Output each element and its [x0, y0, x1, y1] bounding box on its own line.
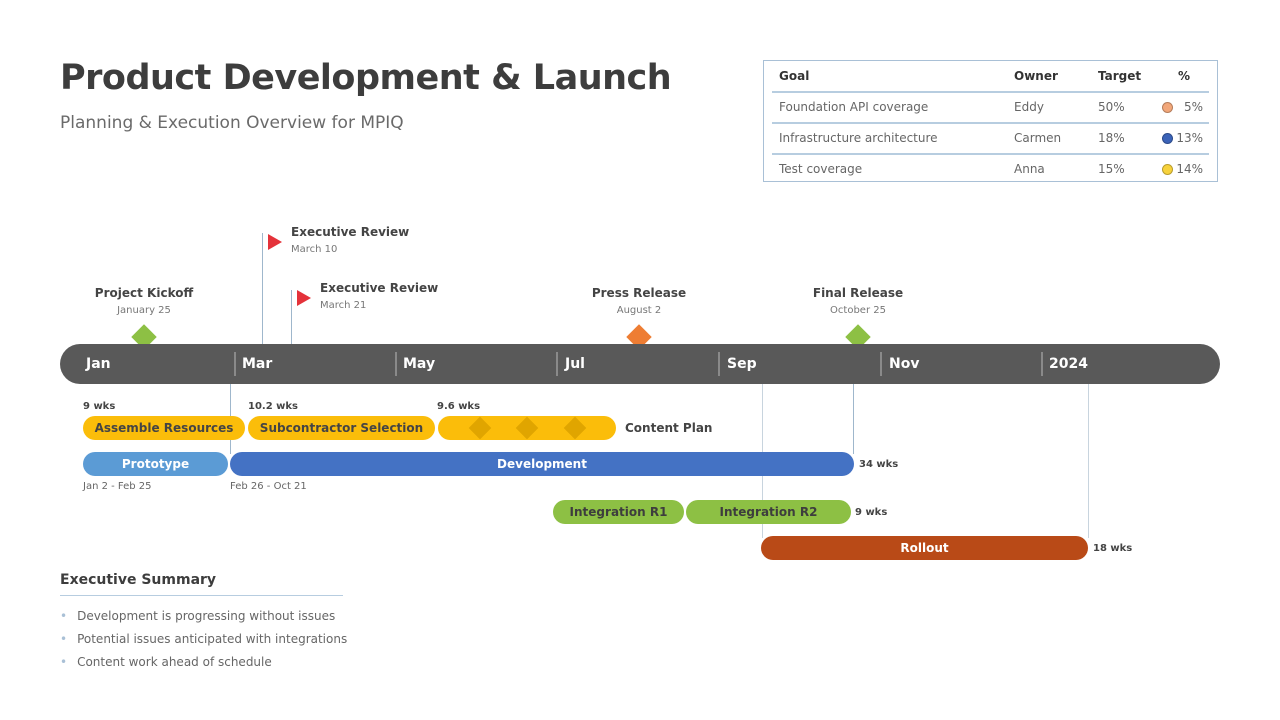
- target-cell: 18%: [1098, 131, 1125, 145]
- date-range-label: Feb 26 - Oct 21: [230, 481, 307, 492]
- summary-divider: [60, 595, 343, 596]
- header-percent: %: [1178, 69, 1191, 83]
- task-bar-prototype: Prototype: [83, 452, 228, 476]
- percent-cell: 13%: [1176, 131, 1203, 145]
- timeline-bar: Jan Mar May Jul Sep Nov 2024: [60, 344, 1220, 384]
- milestone-connector: [291, 290, 292, 344]
- subtask-diamond-icon: [563, 416, 587, 440]
- goals-table-header: Goal Owner Target %: [772, 61, 1209, 91]
- percent-cell: 14%: [1176, 162, 1203, 176]
- month-label: Sep: [727, 356, 757, 372]
- task-bar-subcontractor-selection: Subcontractor Selection: [248, 416, 435, 440]
- table-divider: [772, 153, 1209, 155]
- duration-label: 18 wks: [1093, 543, 1133, 554]
- month-label: Nov: [889, 356, 920, 372]
- month-label: Mar: [242, 356, 273, 372]
- date-range-label: Jan 2 - Feb 25: [83, 481, 152, 492]
- task-bar-rollout: Rollout: [761, 536, 1088, 560]
- header-goal: Goal: [779, 69, 810, 83]
- table-row: Foundation API coverage Eddy 50% 5%: [772, 92, 1209, 122]
- duration-label: 10.2 wks: [248, 401, 298, 412]
- owner-cell: Eddy: [1014, 100, 1044, 114]
- month-tick: [234, 352, 236, 376]
- milestone-date: January 25: [117, 305, 171, 316]
- status-dot-icon: [1162, 102, 1173, 113]
- milestone-title: Executive Review: [291, 225, 410, 239]
- summary-title: Executive Summary: [60, 572, 217, 588]
- percent-cell: 5%: [1183, 100, 1203, 114]
- task-connector: [853, 384, 854, 454]
- milestone-date: March 10: [291, 244, 338, 255]
- task-bar-assemble-resources: Assemble Resources: [83, 416, 245, 440]
- milestone-date: March 21: [320, 300, 367, 311]
- summary-item: Potential issues anticipated with integr…: [60, 632, 347, 646]
- month-label: Jan: [86, 356, 111, 372]
- page-title: Product Development & Launch: [60, 58, 672, 98]
- month-label: 2024: [1049, 356, 1088, 372]
- subtask-diamond-icon: [468, 416, 492, 440]
- header-owner: Owner: [1014, 69, 1058, 83]
- table-divider: [772, 91, 1209, 93]
- month-label: May: [403, 356, 436, 372]
- task-bar-integration-r1: Integration R1: [553, 500, 684, 524]
- month-tick: [395, 352, 397, 376]
- owner-cell: Anna: [1014, 162, 1045, 176]
- flag-icon: [268, 234, 282, 250]
- goal-cell: Foundation API coverage: [779, 100, 929, 114]
- owner-cell: Carmen: [1014, 131, 1062, 145]
- milestone-date: August 2: [616, 305, 662, 316]
- target-cell: 50%: [1098, 100, 1125, 114]
- task-bar-content-plan: [438, 416, 616, 440]
- goals-table: Goal Owner Target % Foundation API cover…: [763, 60, 1218, 182]
- duration-label: 9 wks: [855, 507, 888, 518]
- flag-icon: [297, 290, 311, 306]
- subtask-diamond-icon: [515, 416, 539, 440]
- target-cell: 15%: [1098, 162, 1125, 176]
- milestone-title: Press Release: [591, 286, 687, 300]
- status-dot-icon: [1162, 164, 1173, 175]
- month-tick: [718, 352, 720, 376]
- milestone-connector: [262, 233, 263, 344]
- milestone-title: Executive Review: [320, 281, 439, 295]
- summary-item: Content work ahead of schedule: [60, 655, 272, 669]
- header-target: Target: [1098, 69, 1142, 83]
- table-row: Infrastructure architecture Carmen 18% 1…: [772, 123, 1209, 153]
- task-bar-integration-r2: Integration R2: [686, 500, 851, 524]
- duration-label: 34 wks: [859, 459, 899, 470]
- month-tick: [556, 352, 558, 376]
- goal-cell: Test coverage: [779, 162, 863, 176]
- summary-item: Development is progressing without issue…: [60, 609, 335, 623]
- month-tick: [880, 352, 882, 376]
- duration-label: 9.6 wks: [437, 401, 481, 412]
- page-subtitle: Planning & Execution Overview for MPIQ: [60, 113, 404, 133]
- milestone-title: Final Release: [812, 286, 904, 300]
- duration-label: 9 wks: [83, 401, 116, 412]
- task-connector: [1088, 384, 1089, 538]
- task-label-content-plan: Content Plan: [625, 421, 713, 435]
- table-row: Test coverage Anna 15% 14%: [772, 154, 1209, 184]
- month-label: Jul: [565, 356, 585, 372]
- month-tick: [1041, 352, 1043, 376]
- milestone-title: Project Kickoff: [94, 286, 194, 300]
- goal-cell: Infrastructure architecture: [779, 131, 938, 145]
- milestone-date: October 25: [830, 305, 886, 316]
- task-bar-development: Development: [230, 452, 854, 476]
- table-divider: [772, 122, 1209, 124]
- status-dot-icon: [1162, 133, 1173, 144]
